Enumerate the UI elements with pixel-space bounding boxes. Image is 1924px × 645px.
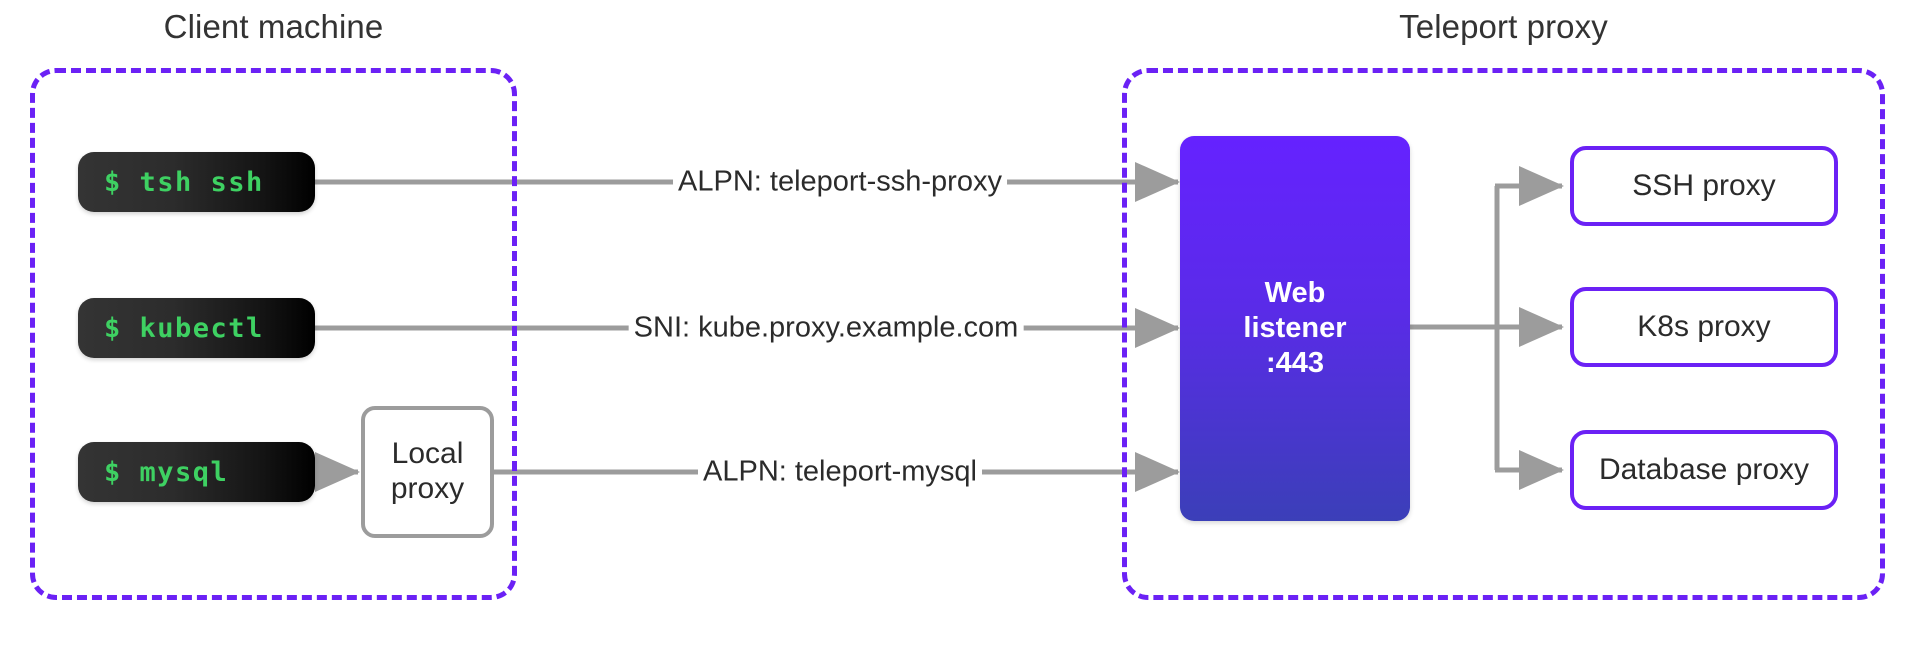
local-proxy-label-line1: Local bbox=[391, 437, 464, 471]
node-ssh-proxy[interactable]: SSH proxy bbox=[1570, 146, 1838, 226]
web-listener-label-port: :443 bbox=[1265, 346, 1325, 379]
web-listener-label-line1: Web bbox=[1264, 277, 1326, 310]
node-local-proxy[interactable]: Local proxy bbox=[361, 406, 494, 538]
database-proxy-label: Database proxy bbox=[1598, 453, 1810, 486]
node-web-listener[interactable]: Web listener :443 bbox=[1180, 136, 1410, 521]
terminal-kubectl-label: $ kubectl bbox=[104, 312, 264, 344]
edge-label-sni-kube: SNI: kube.proxy.example.com bbox=[628, 313, 1024, 343]
local-proxy-label-line2: proxy bbox=[390, 472, 465, 505]
k8s-proxy-label: K8s proxy bbox=[1637, 310, 1771, 343]
group-title-teleport-proxy: Teleport proxy bbox=[1399, 8, 1608, 45]
terminal-mysql[interactable]: $ mysql bbox=[78, 442, 315, 502]
ssh-proxy-label: SSH proxy bbox=[1632, 169, 1776, 202]
group-title-client-machine: Client machine bbox=[163, 8, 384, 45]
edge-label-alpn-mysql: ALPN: teleport-mysql bbox=[698, 457, 982, 487]
terminal-tsh-ssh-label: $ tsh ssh bbox=[104, 166, 264, 198]
node-k8s-proxy[interactable]: K8s proxy bbox=[1570, 287, 1838, 367]
terminal-mysql-label: $ mysql bbox=[104, 456, 229, 488]
group-box-client-machine bbox=[30, 68, 517, 600]
terminal-tsh-ssh[interactable]: $ tsh ssh bbox=[78, 152, 315, 212]
terminal-kubectl[interactable]: $ kubectl bbox=[78, 298, 315, 358]
node-database-proxy[interactable]: Database proxy bbox=[1570, 430, 1838, 510]
group-box-teleport-proxy bbox=[1122, 68, 1885, 600]
edge-label-alpn-ssh: ALPN: teleport-ssh-proxy bbox=[673, 167, 1007, 197]
web-listener-label-line2: listener bbox=[1243, 312, 1347, 345]
